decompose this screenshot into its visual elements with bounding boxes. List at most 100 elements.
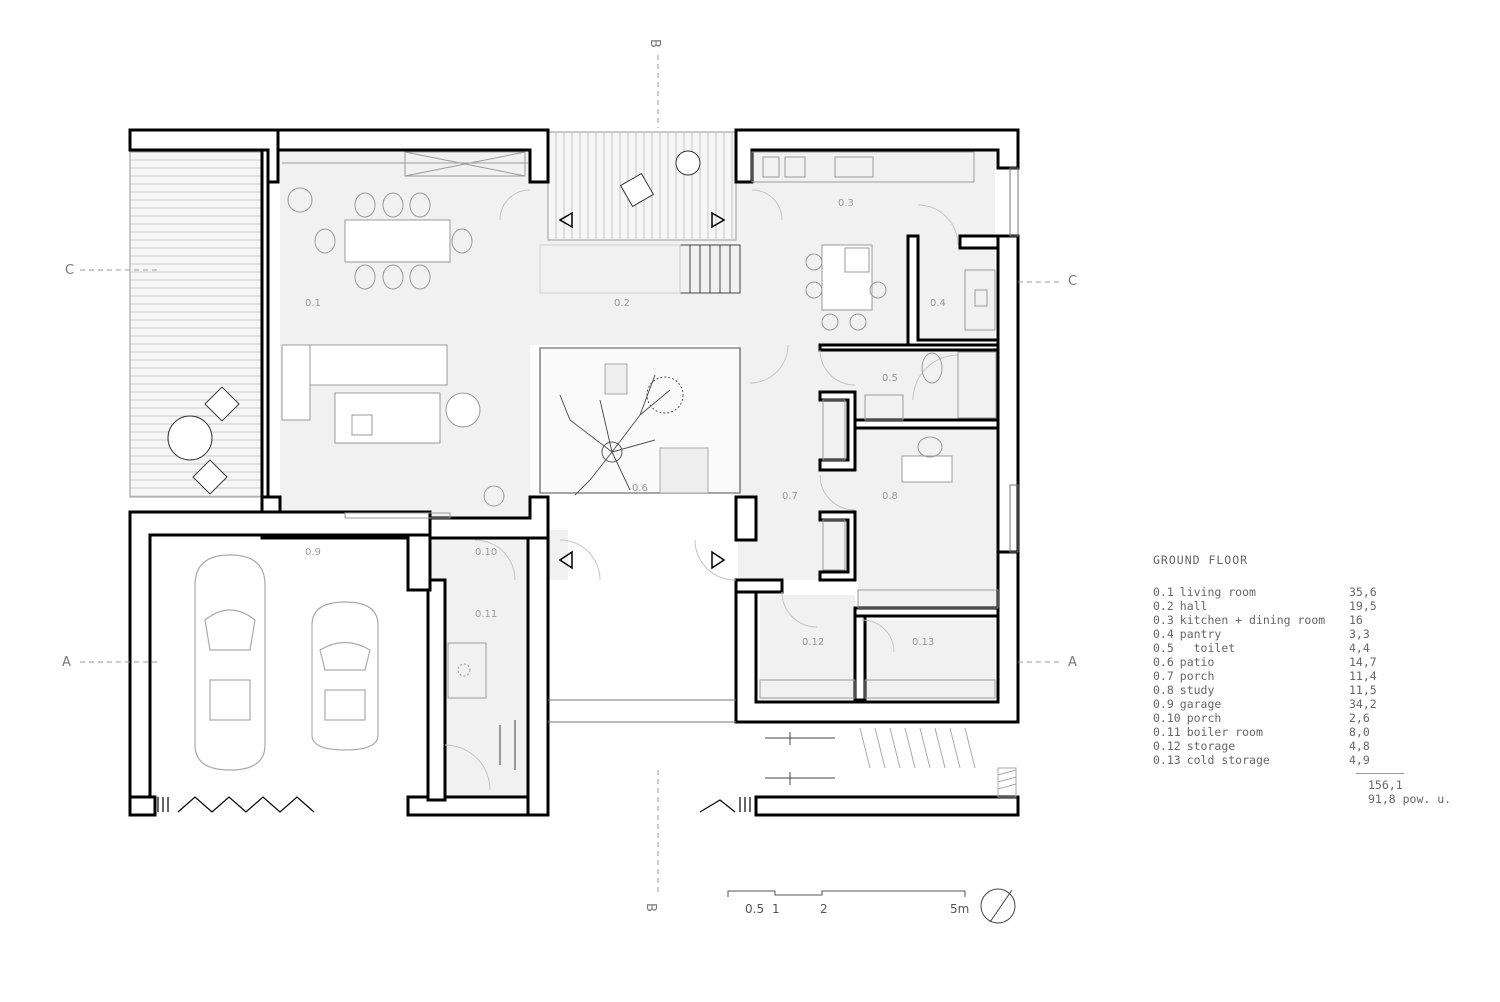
room-label: 0.7	[782, 491, 798, 502]
tree-icon	[559, 374, 684, 496]
section-c-left: C	[65, 263, 74, 278]
legend-room-name: porch	[1186, 711, 1222, 725]
legend-room-name: hall	[1179, 599, 1208, 613]
legend-area: 8,0	[1349, 725, 1370, 739]
walls	[128, 128, 1020, 817]
room-label: 0.10	[475, 547, 497, 558]
patio-courtyard	[539, 347, 741, 496]
room-label: 0.5	[882, 373, 898, 384]
legend-area: 14,7	[1349, 655, 1377, 669]
room-label: 0.1	[305, 298, 321, 309]
section-lines: B B C C A A	[62, 39, 1077, 912]
legend-room: 0.12	[1153, 739, 1181, 753]
legend-area: 4,4	[1349, 641, 1370, 655]
room-label: 0.12	[802, 637, 824, 648]
doors	[444, 189, 959, 791]
legend-room: 0.2	[1153, 599, 1174, 613]
legend-room: 0.8	[1153, 683, 1174, 697]
section-c-right: C	[1068, 274, 1077, 289]
legend-room-name: boiler room	[1186, 725, 1263, 739]
entrance-deck	[547, 131, 737, 241]
north-arrow-icon	[980, 888, 1016, 924]
legend-row: 0.9 garage 34,2	[1153, 697, 1403, 711]
legend-room-name: patio	[1179, 655, 1215, 669]
scale-tick-label: 2	[820, 902, 828, 916]
room-label: 0.11	[475, 609, 497, 620]
scale-tick-label: 5m	[950, 902, 969, 916]
garage-door	[157, 796, 751, 813]
legend-usable: 91,8 pow. u.	[1368, 792, 1452, 806]
legend-area: 16	[1349, 613, 1363, 627]
legend-room: 0.6	[1153, 655, 1174, 669]
legend-row: 0.6 patio 14,7	[1153, 655, 1403, 669]
legend-row: 0.13 cold storage 4,9	[1153, 753, 1403, 767]
legend-divider	[1356, 773, 1404, 774]
scale-bar: 0.5 1 2 5m	[727, 890, 969, 916]
legend-row: 0.8 study 11,5	[1153, 683, 1403, 697]
windows	[539, 167, 1019, 723]
legend-row: 0.4 pantry 3,3	[1153, 627, 1403, 641]
room-label: 0.6	[632, 483, 648, 494]
legend-room-name: storage	[1186, 739, 1236, 753]
legend-area: 11,5	[1349, 683, 1377, 697]
stairs	[539, 244, 741, 294]
legend-title: GROUND FLOOR	[1153, 553, 1249, 567]
legend-row: 0.10 porch 2,6	[1153, 711, 1403, 725]
legend-room: 0.7	[1153, 669, 1174, 683]
car-icon	[194, 554, 379, 771]
terrace-furniture	[167, 150, 701, 495]
legend-area: 11,4	[1349, 669, 1377, 683]
room-labels: 0.1 0.2 0.3 0.4 0.5 0.6 0.7 0.8 0.9 0.10…	[305, 198, 946, 648]
legend-area: 19,5	[1349, 599, 1377, 613]
section-a-right: A	[1068, 655, 1077, 670]
legend-room-name: kitchen + dining room	[1179, 613, 1326, 627]
legend-room: 0.10	[1153, 711, 1181, 725]
scale-tick-label: 0.5	[745, 902, 764, 916]
room-label: 0.3	[838, 198, 854, 209]
furniture-rooms	[447, 269, 999, 699]
legend-row: 0.11 boiler room 8,0	[1153, 725, 1403, 739]
legend-room-name: cold storage	[1186, 753, 1270, 767]
legend-area: 4,9	[1349, 753, 1370, 767]
section-b-top: B	[647, 39, 662, 48]
legend-area: 34,2	[1349, 697, 1377, 711]
section-a-left: A	[62, 655, 71, 670]
scale-tick-label: 1	[772, 902, 780, 916]
legend-room: 0.5	[1153, 641, 1174, 655]
legend-room: 0.9	[1153, 697, 1174, 711]
room-label: 0.13	[912, 637, 934, 648]
legend-room-name: porch	[1179, 669, 1215, 683]
room-label: 0.4	[930, 298, 946, 309]
room-label: 0.8	[882, 491, 898, 502]
legend-room-name: toilet	[1179, 641, 1236, 655]
legend-room: 0.1	[1153, 585, 1174, 599]
legend-room: 0.3	[1153, 613, 1174, 627]
legend-room-name: garage	[1179, 697, 1222, 711]
outdoor-bench	[859, 727, 1017, 798]
legend-room: 0.11	[1153, 725, 1181, 739]
room-label: 0.9	[305, 547, 321, 558]
legend-row: 0.7 porch 11,4	[1153, 669, 1403, 683]
legend-row: 0.3 kitchen + dining room 16	[1153, 613, 1403, 627]
legend-room-name: pantry	[1179, 627, 1222, 641]
legend-area: 4,8	[1349, 739, 1370, 753]
legend-total: 156,1	[1368, 778, 1403, 792]
legend-room: 0.13	[1153, 753, 1181, 767]
legend-row: 0.12 storage 4,8	[1153, 739, 1403, 753]
room-label: 0.2	[614, 298, 630, 309]
legend-room: 0.4	[1153, 627, 1174, 641]
legend-row: 0.5 toilet 4,4	[1153, 641, 1403, 655]
legend-room-name: living room	[1179, 585, 1256, 599]
legend-area: 2,6	[1349, 711, 1370, 725]
bicycle-icon	[499, 720, 835, 785]
furniture-living	[281, 151, 528, 519]
legend-area: 3,3	[1349, 627, 1370, 641]
legend-row: 0.2 hall 19,5	[1153, 599, 1403, 613]
section-b-bottom: B	[643, 903, 658, 912]
entry-arrows	[558, 211, 726, 570]
legend-room-name: study	[1179, 683, 1215, 697]
